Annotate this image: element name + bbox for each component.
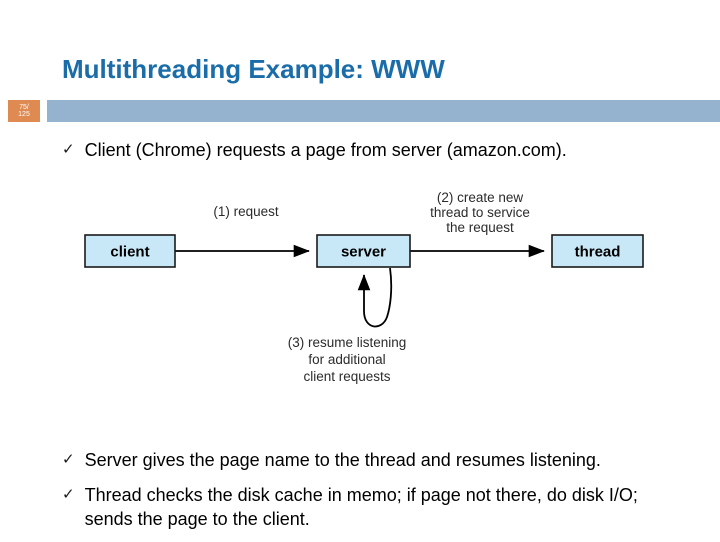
- thread-box: [551, 234, 644, 268]
- page-number-badge: 75/ 125: [8, 100, 40, 122]
- resume-label-line1: (3) resume listening: [288, 335, 407, 350]
- server-box: [316, 234, 411, 268]
- page-title: Multithreading Example: WWW: [62, 54, 445, 84]
- bullet-client-request: ✓ Client (Chrome) requests a page from s…: [62, 138, 682, 162]
- threading-diagram: (1) request (2) create new thread to ser…: [84, 190, 644, 384]
- create-thread-label-line1: (2) create new: [437, 190, 524, 205]
- server-box-label: server: [341, 244, 386, 261]
- client-box-label: client: [110, 244, 149, 261]
- bullet-server-gives: ✓ Server gives the page name to the thre…: [62, 448, 687, 472]
- page-number-bottom: 125: [18, 111, 30, 118]
- bullet-thread-checks: ✓ Thread checks the disk cache in memo; …: [62, 483, 687, 531]
- bullet-client-request-text: Client (Chrome) requests a page from ser…: [84, 140, 567, 160]
- bottom-bullet-list: ✓ Server gives the page name to the thre…: [62, 448, 687, 542]
- thread-box-label: thread: [575, 244, 621, 261]
- resume-label-line3: client requests: [303, 369, 390, 384]
- check-icon: ✓: [62, 451, 75, 468]
- create-thread-label-line2: thread to service: [430, 205, 530, 220]
- create-thread-label-line3: the request: [446, 220, 514, 235]
- bullet-server-gives-text: Server gives the page name to the thread…: [84, 450, 601, 470]
- resume-label-line2: for additional: [308, 352, 385, 367]
- resume-loop-arrow: [357, 267, 393, 328]
- request-arrow-label: (1) request: [213, 204, 279, 219]
- client-box: [84, 234, 176, 268]
- check-icon: ✓: [62, 486, 75, 503]
- check-icon: ✓: [62, 141, 75, 158]
- bullet-thread-checks-text: Thread checks the disk cache in memo; if…: [84, 485, 638, 529]
- header-bar: [47, 100, 720, 122]
- page-number-top: 75/: [19, 104, 29, 111]
